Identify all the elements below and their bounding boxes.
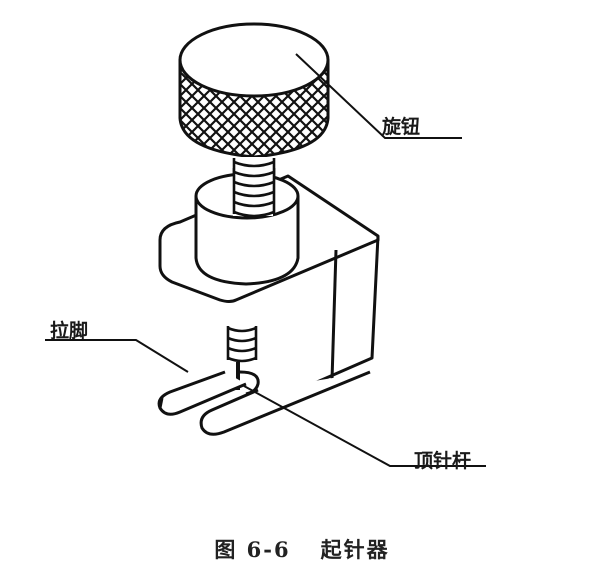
figure-caption: 图 6-6 起针器 <box>0 534 604 564</box>
knob <box>178 22 330 159</box>
collar <box>194 168 300 286</box>
figure-title: 起针器 <box>320 537 390 562</box>
label-knob: 旋钮 <box>382 116 421 138</box>
label-pull-leg: 拉脚 <box>50 320 89 342</box>
figure-number: 图 6-6 <box>214 537 291 562</box>
label-ejector-pin: 顶针杆 <box>414 450 472 472</box>
pull-legs <box>157 370 371 436</box>
leader-lines <box>45 53 486 467</box>
